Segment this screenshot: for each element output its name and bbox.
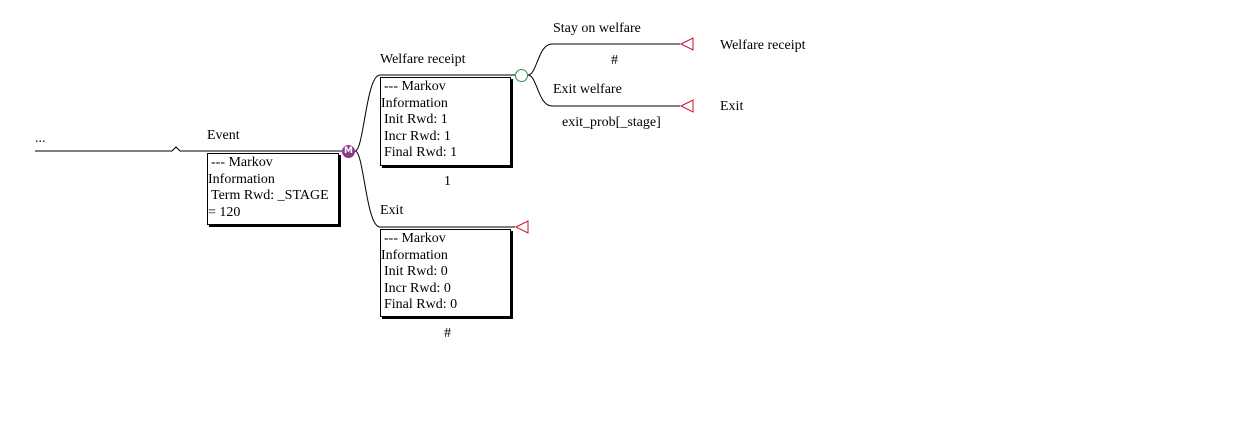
exit-branch-prob[interactable]: # — [444, 326, 451, 341]
event-info-header: --- Markov — [211, 155, 273, 170]
terminal-triangle-exit — [514, 220, 529, 234]
event-term-rwd-cont: = 120 — [208, 204, 241, 220]
stay-terminal-label[interactable]: Welfare receipt — [720, 38, 806, 53]
welfare-incr-rwd: Incr Rwd: 1 — [384, 128, 451, 144]
event-markov-info[interactable]: --- Markov Information Term Rwd: _STAGE … — [207, 153, 339, 225]
exit-info-header2: Information — [381, 247, 448, 263]
exit-incr-rwd: Incr Rwd: 0 — [384, 280, 451, 296]
event-label[interactable]: Event — [207, 128, 240, 143]
markov-node-icon[interactable]: M — [342, 145, 355, 158]
exit-final-rwd: Final Rwd: 0 — [384, 297, 458, 312]
welfare-init-rwd: Init Rwd: 1 — [384, 112, 448, 127]
root-branch-line — [35, 146, 342, 152]
exit-markov-info[interactable]: --- Markov Information Init Rwd: 0 Incr … — [380, 229, 511, 317]
branch-stay-curve — [527, 43, 680, 76]
welfare-receipt-prob[interactable]: 1 — [444, 174, 451, 189]
welfare-receipt-label[interactable]: Welfare receipt — [380, 52, 466, 67]
exit-welfare-prob[interactable]: exit_prob[_stage] — [562, 115, 661, 130]
terminal-triangle-stay — [679, 37, 694, 51]
welfare-final-rwd: Final Rwd: 1 — [384, 145, 458, 160]
chance-node-icon[interactable] — [515, 69, 528, 82]
branch-welfare-curve — [354, 74, 515, 152]
exit-branch-label[interactable]: Exit — [380, 203, 404, 218]
stay-on-welfare-prob[interactable]: # — [611, 53, 618, 68]
branch-exit-welfare-curve — [527, 74, 680, 107]
root-label: ... — [35, 131, 46, 146]
exit-info-header: --- Markov — [384, 231, 446, 246]
branch-exit-curve — [354, 150, 515, 228]
welfare-info-header: --- Markov — [384, 79, 446, 94]
terminal-triangle-exit-welfare — [679, 99, 694, 113]
welfare-markov-info[interactable]: --- Markov Information Init Rwd: 1 Incr … — [380, 77, 511, 166]
exit-init-rwd: Init Rwd: 0 — [384, 264, 448, 279]
exit-welfare-label[interactable]: Exit welfare — [553, 82, 622, 97]
stay-on-welfare-label[interactable]: Stay on welfare — [553, 21, 641, 36]
event-term-rwd: Term Rwd: _STAGE — [211, 188, 329, 203]
welfare-info-header2: Information — [381, 95, 448, 111]
exit-welfare-terminal-label[interactable]: Exit — [720, 99, 744, 114]
event-info-header2: Information — [208, 171, 275, 187]
